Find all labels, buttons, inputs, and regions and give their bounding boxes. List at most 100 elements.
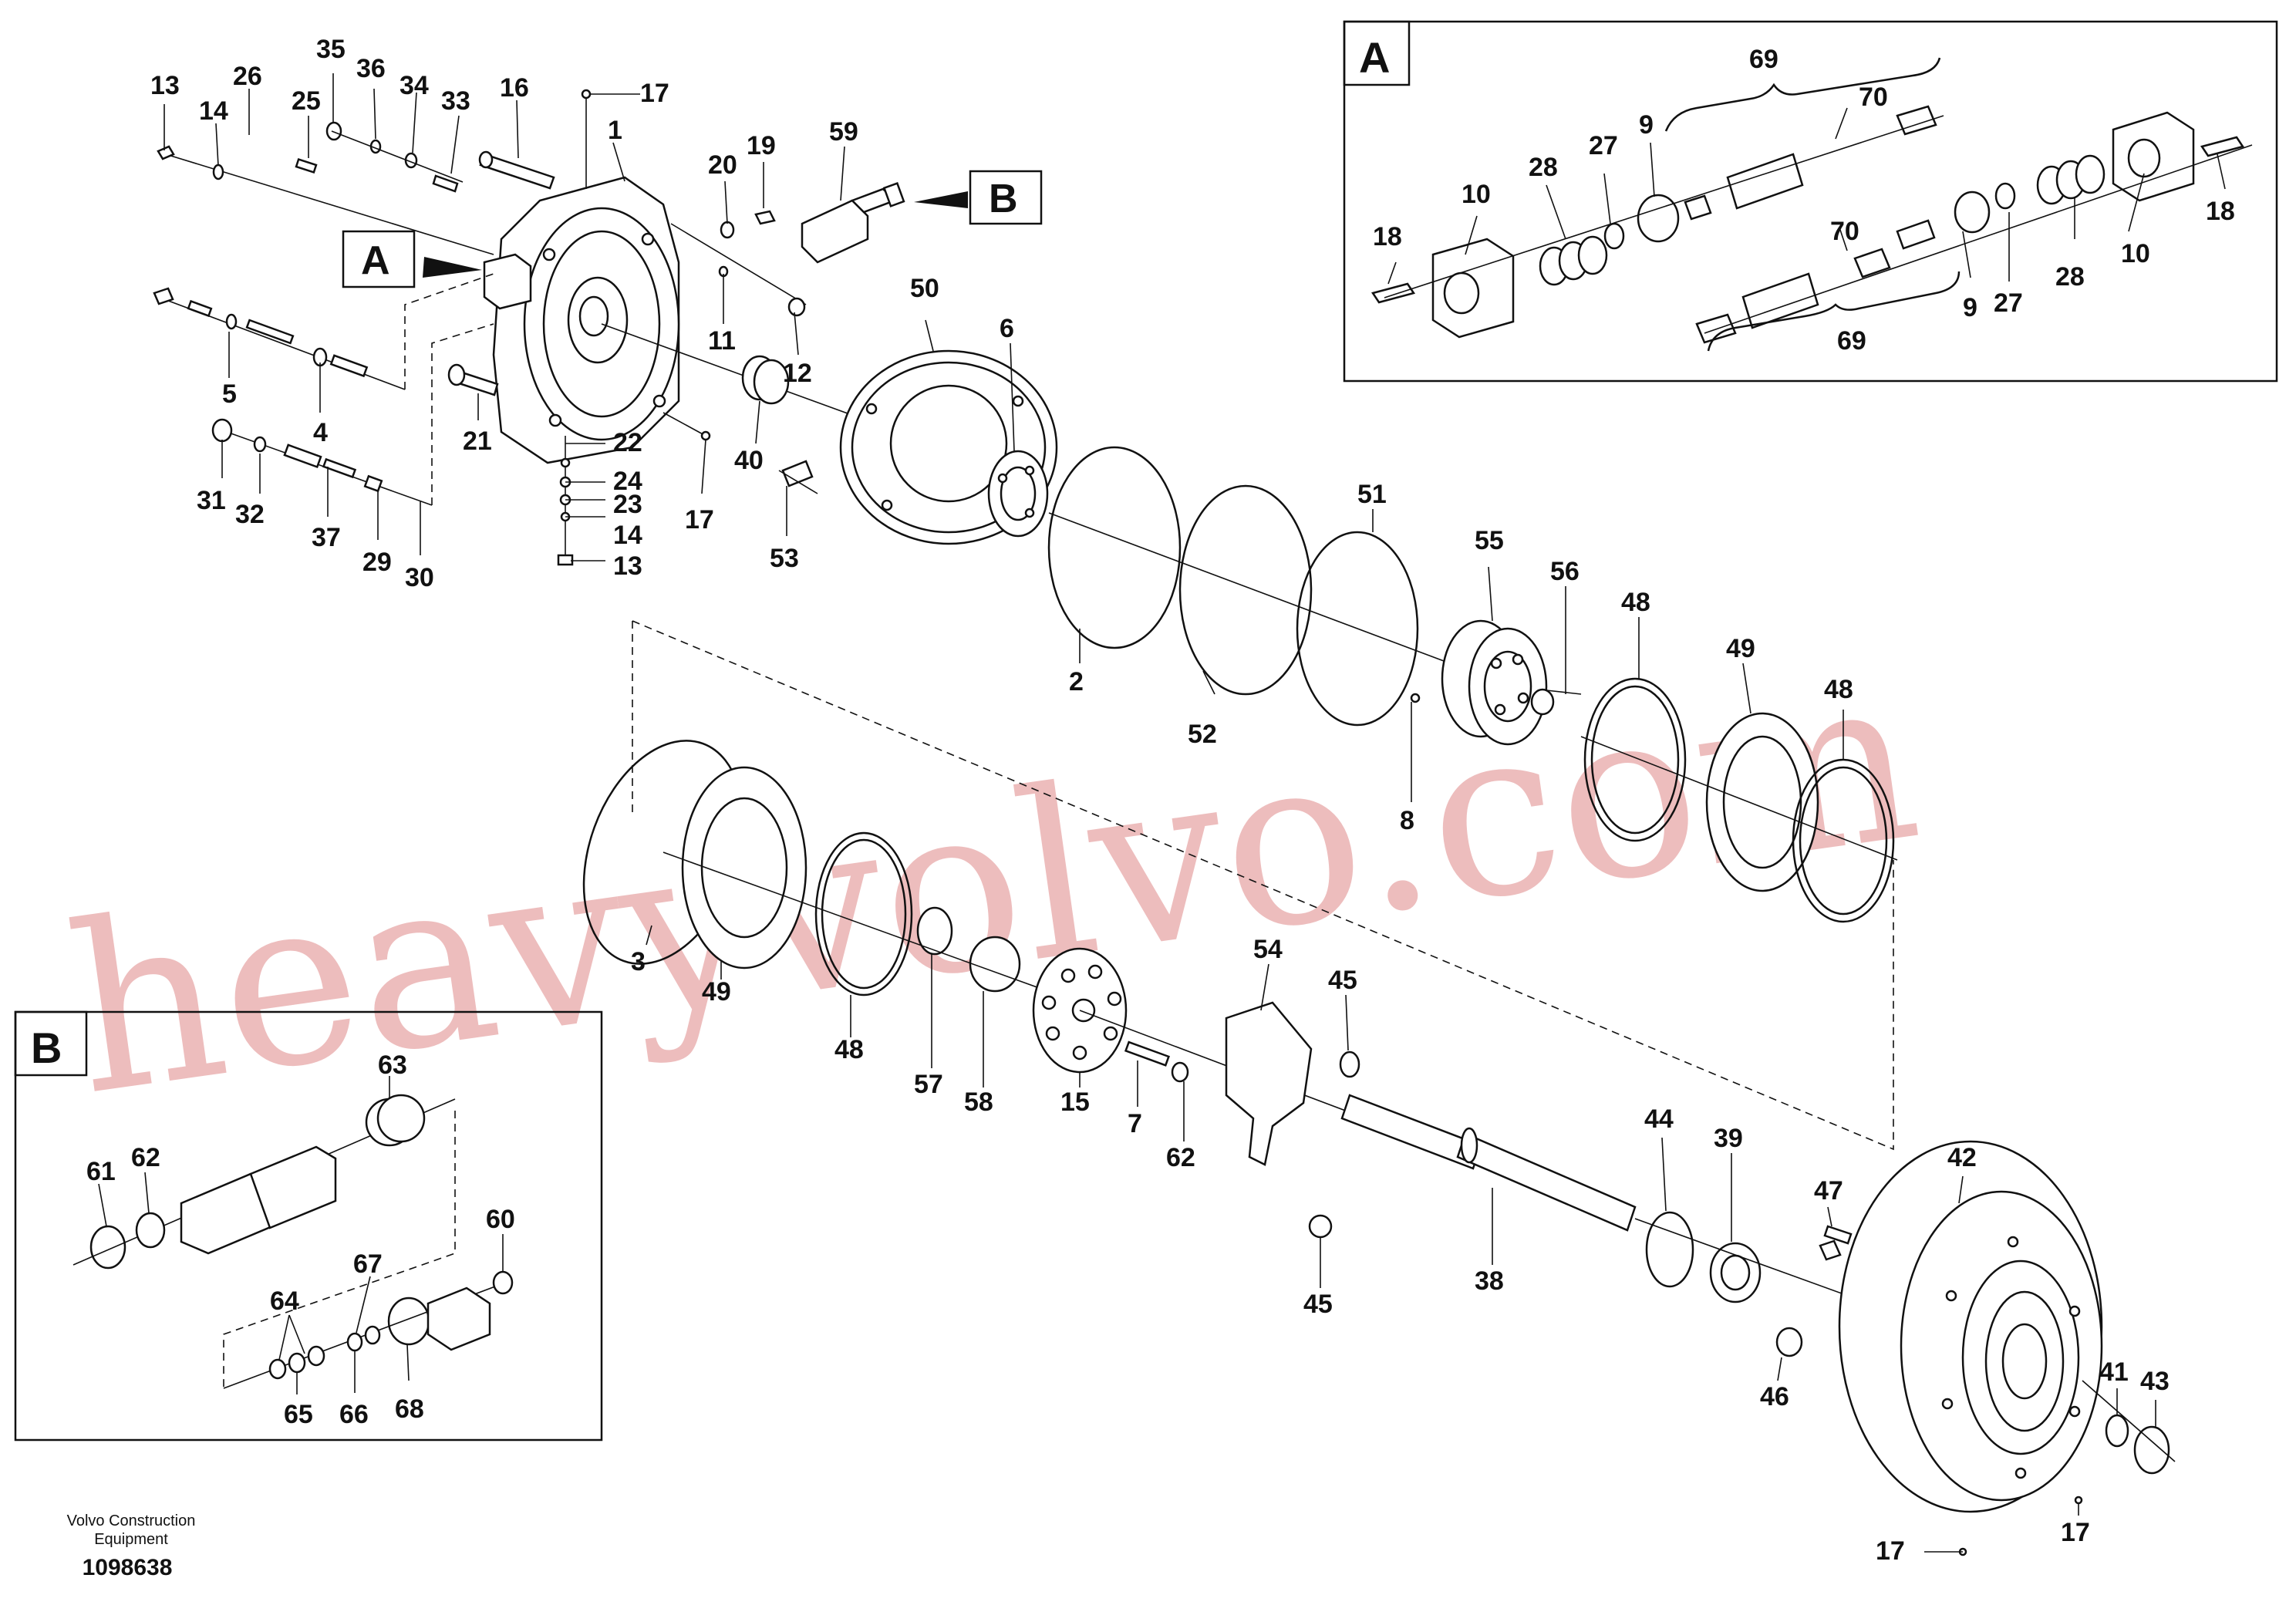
callout-22: 22: [613, 428, 642, 457]
footer-company-line1: Volvo Construction: [67, 1512, 196, 1529]
callout-28: 28: [2055, 262, 2085, 292]
callout-3: 3: [631, 947, 646, 976]
callout-5: 5: [222, 379, 237, 409]
footer-company-line2: Equipment: [94, 1531, 168, 1548]
callout-63: 63: [378, 1050, 407, 1080]
callout-11: 11: [708, 326, 736, 356]
housing-42-group: [1775, 1140, 2176, 1556]
callout-62: 62: [1166, 1143, 1195, 1172]
callout-52: 52: [1188, 720, 1217, 749]
callout-18: 18: [2206, 197, 2235, 226]
disc-stack-left: [582, 740, 1081, 1003]
footer: Volvo Construction Equipment 1098638: [67, 1512, 196, 1580]
pointer-label-a: A: [361, 238, 390, 283]
callout-48: 48: [1824, 675, 1853, 704]
main-leader-lines: [164, 73, 2156, 1553]
footer-drawing-number: 1098638: [83, 1555, 173, 1580]
callout-69: 69: [1749, 45, 1778, 74]
callout-46: 46: [1760, 1382, 1789, 1411]
callout-9: 9: [1639, 110, 1654, 140]
callout-36: 36: [356, 54, 386, 83]
plate-50-group: [839, 349, 1058, 545]
callout-13: 13: [150, 71, 180, 100]
hub-55-group: [1410, 619, 1582, 746]
callout-17: 17: [2061, 1518, 2090, 1547]
callout-8: 8: [1400, 806, 1414, 835]
callout-33: 33: [441, 86, 470, 116]
bearing-spring-group: [741, 355, 818, 494]
callout-54: 54: [1253, 935, 1283, 964]
callout-37: 37: [312, 523, 341, 552]
callout-14: 14: [613, 521, 642, 550]
detail-a-bottom-row: [1695, 111, 2253, 344]
callout-61: 61: [86, 1157, 116, 1186]
callout-50: 50: [910, 274, 939, 303]
callout-19: 19: [747, 131, 776, 160]
callout-17: 17: [640, 79, 669, 108]
callout-7: 7: [1128, 1109, 1142, 1138]
callout-6: 6: [1000, 314, 1014, 343]
assembly-connector: [632, 620, 1894, 1151]
callout-38: 38: [1475, 1266, 1504, 1296]
detail-b-panel: B: [14, 1010, 603, 1442]
callout-43: 43: [2140, 1367, 2170, 1396]
detail-b-leaders: [98, 1076, 504, 1394]
main-callouts: 13 14 26 25 35 36 34 33 16 17 1 20 19 59…: [150, 35, 2170, 1566]
callout-20: 20: [708, 150, 737, 180]
callout-47: 47: [1814, 1176, 1843, 1206]
callout-62: 62: [131, 1143, 160, 1172]
callout-66: 66: [339, 1400, 369, 1429]
callout-67: 67: [353, 1249, 383, 1279]
detail-a-top-row: [1371, 105, 1944, 339]
callout-51: 51: [1357, 480, 1387, 509]
disc-stack-right: [1580, 677, 1898, 923]
callout-41: 41: [2099, 1357, 2129, 1387]
callout-45: 45: [1303, 1290, 1333, 1319]
shaft-38-group: [1340, 1094, 2083, 1381]
callout-21: 21: [463, 427, 492, 456]
callout-18: 18: [1373, 222, 1402, 251]
swash-plate-group: [1225, 1001, 1360, 1239]
detail-b-lower-parts: [223, 1111, 514, 1389]
callout-60: 60: [486, 1205, 515, 1234]
detail-b-upper-parts: [72, 1094, 456, 1270]
callout-27: 27: [1589, 131, 1618, 160]
callout-40: 40: [734, 446, 764, 475]
callout-49: 49: [702, 977, 731, 1007]
callout-4: 4: [313, 418, 328, 447]
callout-49: 49: [1726, 634, 1755, 663]
callout-42: 42: [1947, 1143, 1977, 1172]
callout-32: 32: [235, 500, 265, 529]
callout-31: 31: [197, 486, 226, 515]
callout-16: 16: [500, 73, 529, 103]
callout-26: 26: [233, 62, 262, 91]
callout-13: 13: [613, 551, 642, 581]
watermark-text: heavyvolvo.com: [56, 622, 1932, 1147]
callout-10: 10: [2121, 239, 2150, 268]
callout-69: 69: [1837, 326, 1866, 356]
callout-23: 23: [613, 490, 642, 519]
callout-44: 44: [1644, 1104, 1674, 1134]
callout-65: 65: [284, 1400, 313, 1429]
callout-12: 12: [783, 359, 812, 388]
callout-25: 25: [292, 86, 321, 116]
detail-a-leaders: [1387, 57, 2226, 352]
callout-70: 70: [1859, 83, 1888, 112]
callout-29: 29: [362, 548, 392, 577]
callout-55: 55: [1475, 526, 1504, 555]
callout-48: 48: [834, 1035, 864, 1064]
callout-2: 2: [1069, 667, 1084, 696]
callout-9: 9: [1963, 293, 1977, 322]
main-housing-group: B A: [153, 89, 1043, 566]
callout-39: 39: [1714, 1124, 1743, 1153]
callout-34: 34: [400, 71, 429, 100]
callout-35: 35: [316, 35, 346, 64]
callout-57: 57: [914, 1070, 943, 1099]
detail-a-label: A: [1359, 33, 1390, 82]
callout-53: 53: [770, 544, 799, 573]
callout-1: 1: [608, 116, 622, 145]
callout-45: 45: [1328, 966, 1357, 995]
callout-64: 64: [270, 1286, 299, 1316]
pointer-label-b: B: [989, 177, 1018, 221]
